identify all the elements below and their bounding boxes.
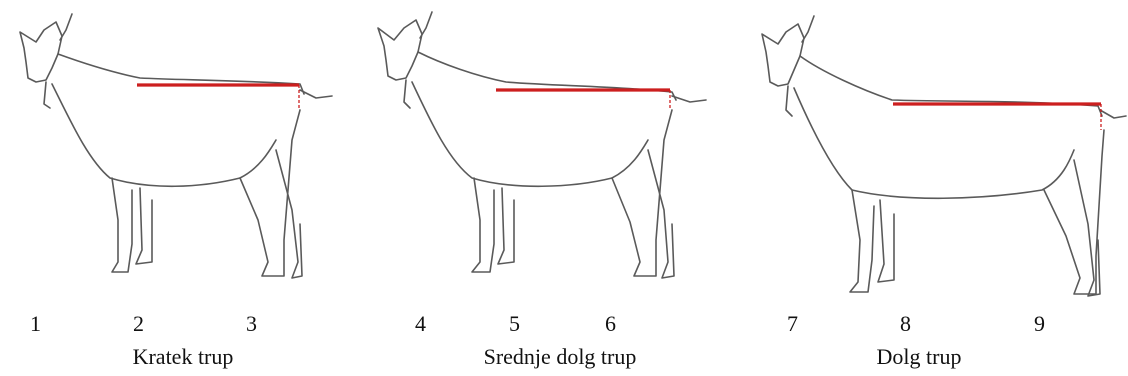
panel-caption: Srednje dolg trup [483, 344, 637, 369]
goat-illustration-long [761, 15, 1127, 297]
panel-medium-body: 4 5 6 Srednje dolg trup [376, 0, 752, 376]
score-label: 9 [1034, 311, 1045, 336]
score-label: 5 [509, 311, 520, 336]
score-label: 3 [246, 311, 257, 336]
score-label: 1 [30, 311, 41, 336]
panel-caption: Dolg trup [876, 344, 962, 369]
score-label: 7 [787, 311, 798, 336]
goat-illustration-medium [377, 11, 707, 279]
score-label: 8 [900, 311, 911, 336]
score-label: 6 [605, 311, 616, 336]
goat-illustration-short [19, 13, 333, 279]
score-label: 2 [133, 311, 144, 336]
score-label: 4 [415, 311, 426, 336]
panel-short-body: 1 2 3 Kratek trup [0, 0, 376, 376]
panel-long-body: 7 8 9 Dolg trup [752, 0, 1128, 376]
panel-caption: Kratek trup [132, 344, 234, 369]
